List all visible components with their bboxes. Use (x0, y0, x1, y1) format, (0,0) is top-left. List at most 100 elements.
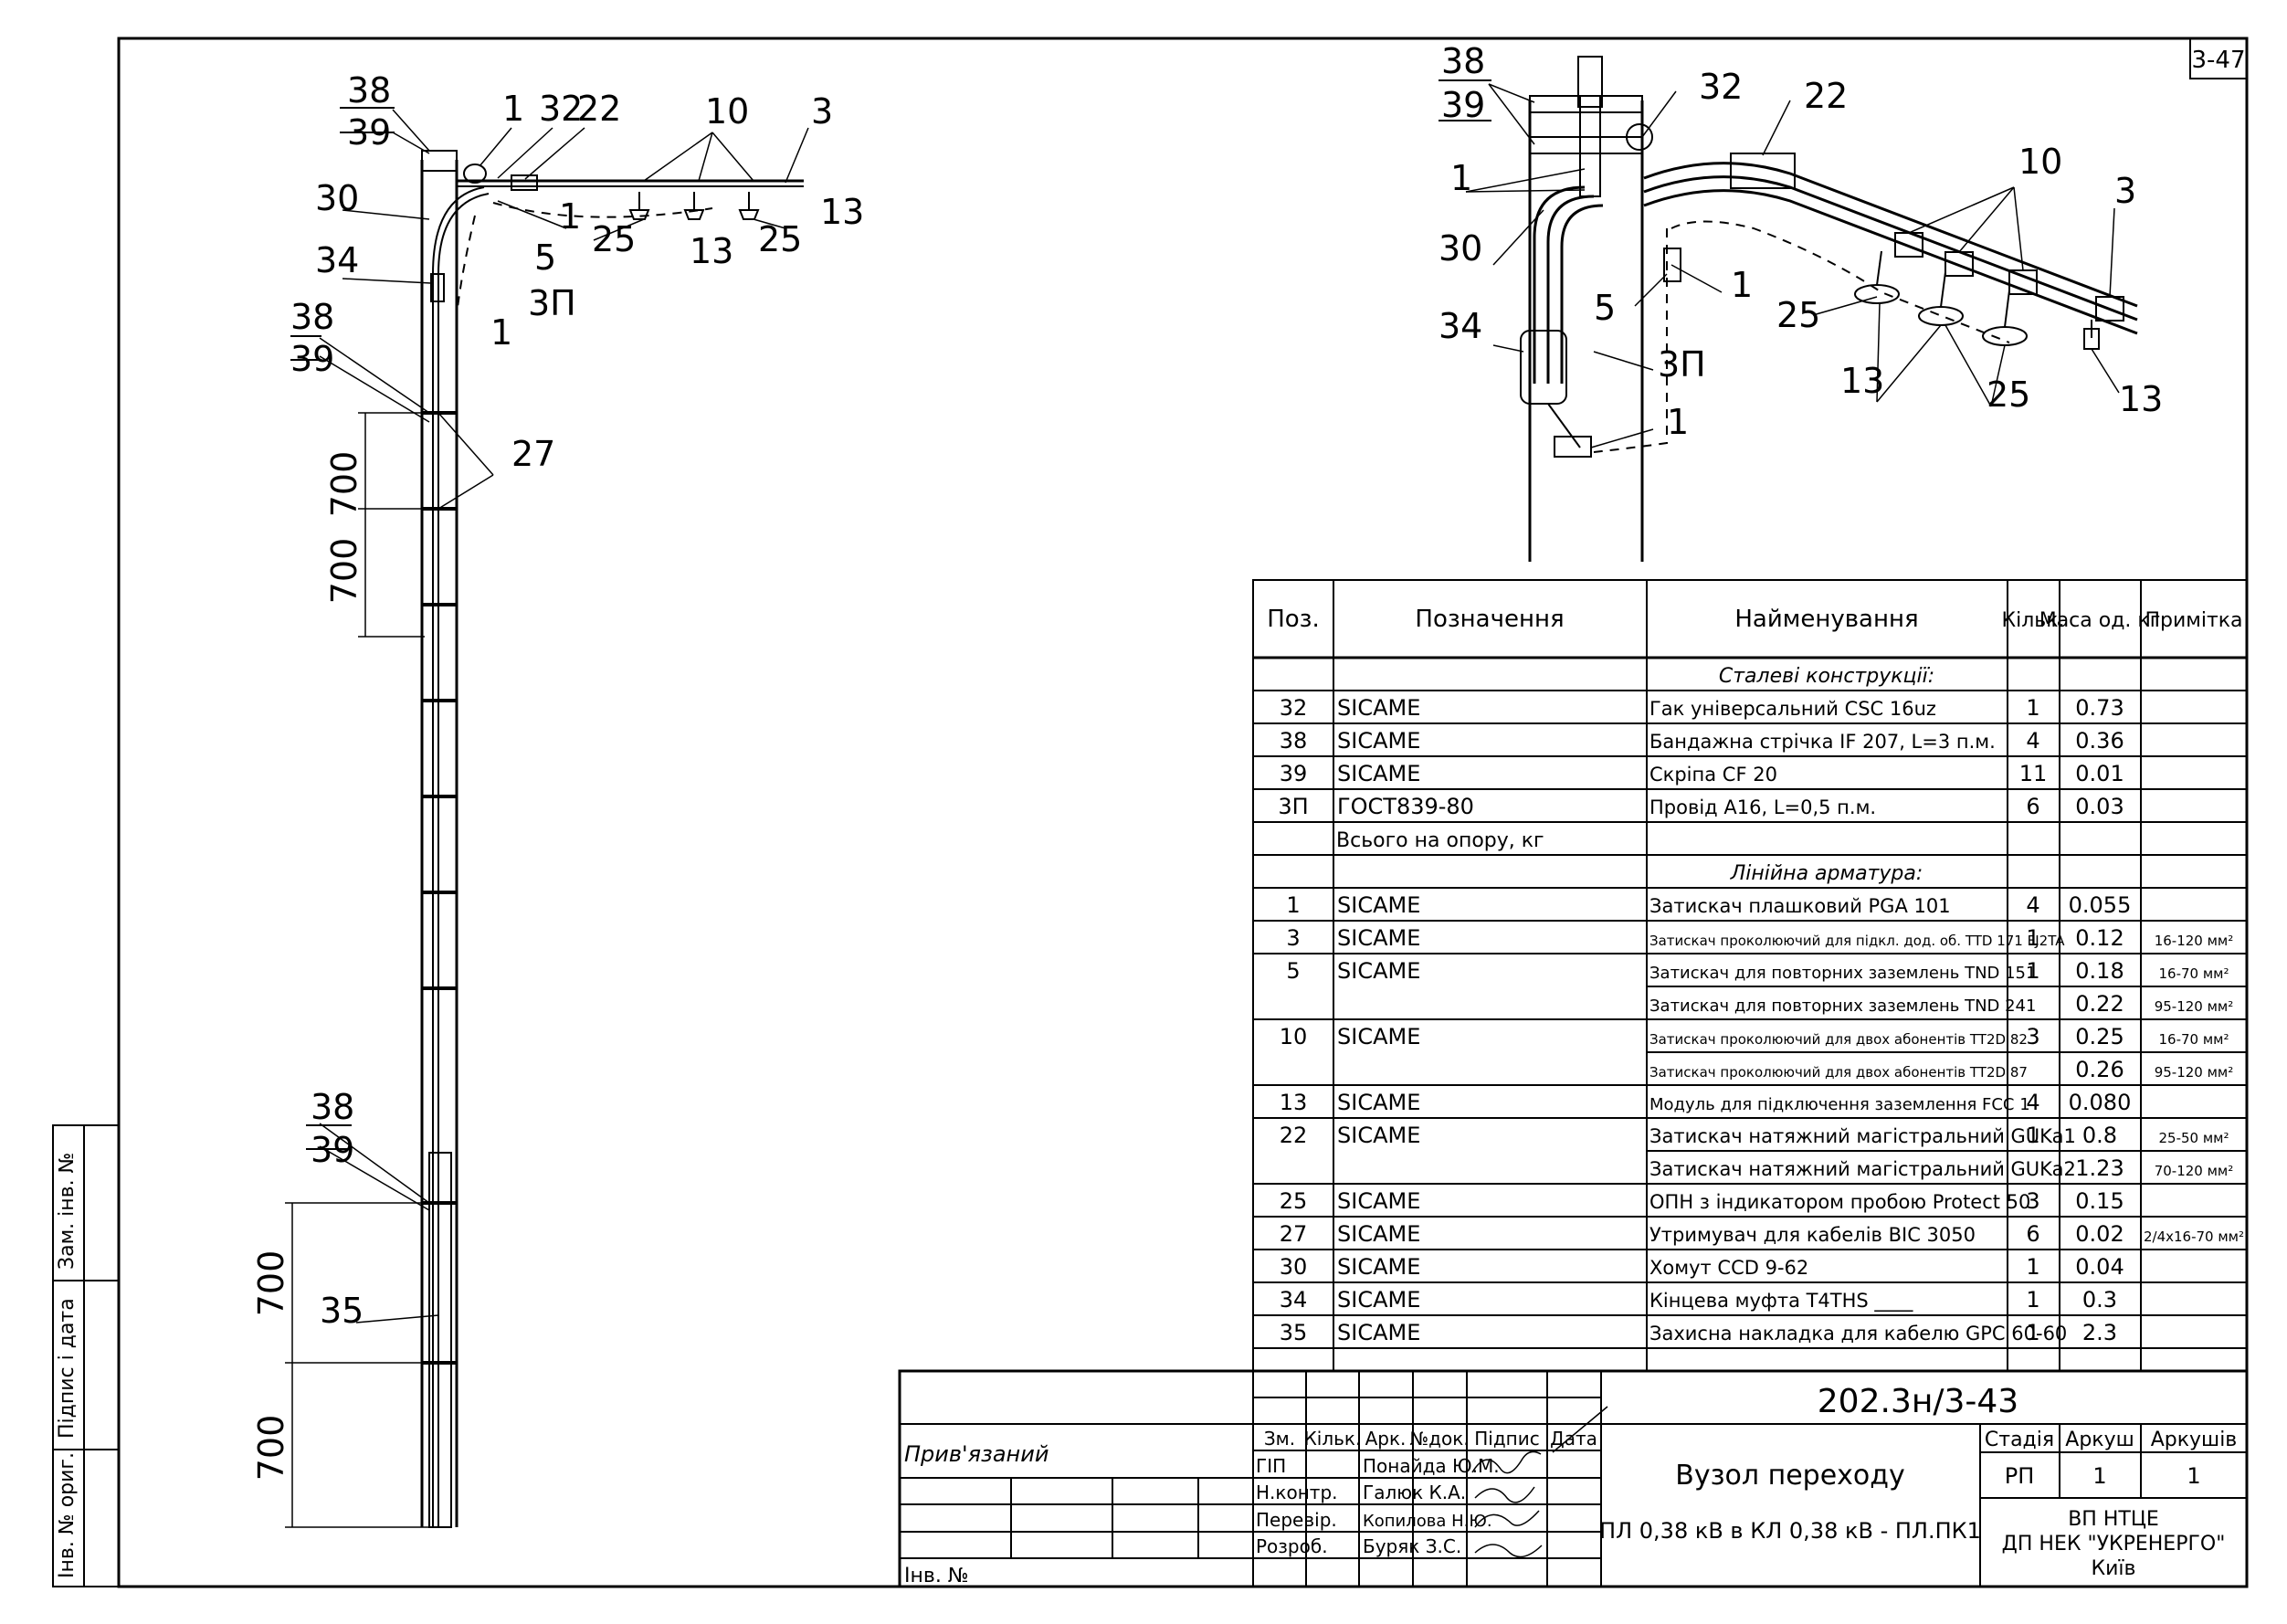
callout-39-top: 39 (347, 112, 391, 153)
callout-13-b: 13 (820, 192, 864, 232)
rev-h-doc: №док. (1409, 1428, 1469, 1450)
row-name: Скріпа CF 20 (1649, 764, 1777, 786)
callout-32: 32 (539, 89, 583, 129)
sheets-header: Аркушів (2151, 1429, 2238, 1451)
row-name: ОПН з індикатором пробою Protect 50 (1649, 1191, 2030, 1213)
th-qty: Кільк. (2001, 609, 2064, 632)
row-note: 16-70 мм² (2159, 1031, 2229, 1048)
row-code: SICAME (1337, 958, 1420, 984)
iso-callout-13a: 13 (1840, 361, 1884, 401)
title-block-grid (898, 1369, 2249, 1588)
row-pos: 35 (1280, 1320, 1308, 1345)
iso-callout-25b: 25 (1987, 374, 2030, 415)
row-qty: 3 (2026, 1024, 2039, 1049)
row-name: Затискач проколюючий для двох абонентів … (1649, 1031, 2028, 1048)
row-mass: 0.26 (2075, 1057, 2124, 1082)
row-mass: 0.36 (2075, 728, 2124, 754)
row-mass: 0.73 (2075, 695, 2124, 721)
row-qty: 1 (2026, 925, 2039, 951)
right-iso-drawing (1439, 56, 2138, 562)
row-pos: 1 (1286, 892, 1300, 918)
row-name: Утримувач для кабелів BIC 3050 (1649, 1224, 1976, 1246)
row-code: SICAME (1337, 1090, 1420, 1115)
row-name: Затискач натяжний магістральний GUKa2 (1649, 1158, 2076, 1180)
doc-code: 202.3н/3-43 (1818, 1383, 2018, 1420)
sheets-value: 1 (2187, 1463, 2200, 1489)
row-name: Провід А16, L=0,5 п.м. (1649, 796, 1876, 818)
row-mass: 2.3 (2082, 1320, 2117, 1345)
iso-callout-1b: 1 (1731, 265, 1753, 305)
row-name: Затискач натяжний магістральний GUKa1 (1649, 1125, 2076, 1147)
row-code: SICAME (1337, 728, 1420, 754)
staff-name-gip: Понайда Ю.М. (1363, 1455, 1500, 1477)
row-mass: 0.18 (2075, 958, 2124, 984)
row-pos: 32 (1280, 695, 1308, 721)
row-qty: 6 (2026, 794, 2039, 819)
dim-700-upper-1: 700 (324, 451, 364, 518)
row-note: 16-70 мм² (2159, 965, 2229, 982)
th-designation: Позначення (1415, 606, 1564, 633)
row-note: 16-120 мм² (2155, 933, 2234, 949)
callout-3p: 3П (528, 283, 576, 323)
row-note: 25-50 мм² (2159, 1130, 2229, 1146)
dim-700-upper-2: 700 (324, 538, 364, 605)
callout-1-top: 1 (502, 89, 524, 129)
row-qty: 1 (2026, 958, 2039, 984)
row-mass: 0.22 (2075, 991, 2124, 1017)
section-steel: Сталеві конструкції: (1719, 665, 1934, 688)
callout-34: 34 (315, 240, 359, 280)
row-code: SICAME (1337, 1221, 1420, 1247)
rev-h-ch: Зм. (1264, 1428, 1295, 1450)
stage-header: Стадія (1985, 1429, 2054, 1451)
row-name: Хомут CCD 9-62 (1649, 1257, 1808, 1279)
row-mass: 0.04 (2075, 1254, 2124, 1280)
side-stamp (52, 1124, 120, 1587)
row-name: Бандажна стрічка IF 207, L=3 п.м. (1649, 731, 1996, 753)
row-name: Затискач плашковий PGA 101 (1649, 895, 1951, 917)
row-code: SICAME (1337, 1024, 1420, 1049)
rev-h-sign: Підпис (1474, 1428, 1540, 1450)
callout-35: 35 (320, 1291, 364, 1331)
th-note: Примітка (2145, 609, 2242, 632)
staff-name-dev: Буряк З.С. (1363, 1535, 1461, 1557)
iso-callout-3p: 3П (1658, 344, 1706, 385)
org-city: Київ (2092, 1557, 2136, 1580)
row-qty: 6 (2026, 1221, 2039, 1247)
row-pos: 3П (1278, 794, 1308, 819)
callout-30: 30 (315, 178, 359, 218)
row-pos: 38 (1280, 728, 1308, 754)
iso-callout-3: 3 (2114, 171, 2136, 211)
row-pos: 22 (1280, 1123, 1308, 1148)
row-note: 2/4x16-70 мм² (2144, 1229, 2244, 1245)
row-pos: 13 (1280, 1090, 1308, 1115)
section-fittings: Лінійна арматура: (1730, 862, 1923, 885)
row-code: SICAME (1337, 761, 1420, 786)
stage-value: РП (2005, 1463, 2035, 1489)
dim-700-lower-2: 700 (251, 1415, 291, 1482)
row-name: Затискач проколюючий для двох абонентів … (1649, 1064, 2028, 1081)
row-qty: 1 (2026, 1320, 2039, 1345)
row-code: SICAME (1337, 1320, 1420, 1345)
iso-callout-5: 5 (1594, 288, 1616, 328)
row-mass: 0.03 (2075, 794, 2124, 819)
iso-callout-22: 22 (1804, 76, 1848, 116)
callout-27: 27 (511, 434, 555, 474)
th-name: Найменування (1734, 606, 1918, 633)
signatures (1471, 1406, 1608, 1558)
row-mass: 0.3 (2082, 1287, 2117, 1313)
row-code: SICAME (1337, 892, 1420, 918)
rev-h-qty: Кільк. (1304, 1428, 1362, 1450)
total-label: Всього на опору, кг (1336, 829, 1544, 852)
iso-callout-25a: 25 (1776, 295, 1820, 335)
row-name: Захисна накладка для кабелю GPC 60-60 (1649, 1323, 2067, 1345)
row-note: 70-120 мм² (2155, 1163, 2234, 1179)
row-code: SICAME (1337, 1188, 1420, 1214)
row-mass: 0.25 (2075, 1024, 2124, 1049)
iso-callout-10: 10 (2018, 142, 2062, 182)
staff-name-check: Копилова Н.Ю. (1363, 1512, 1492, 1531)
row-name: Гак універсальний CSC 16uz (1649, 698, 1936, 720)
row-pos: 10 (1280, 1024, 1308, 1049)
iso-callout-34: 34 (1439, 306, 1482, 346)
